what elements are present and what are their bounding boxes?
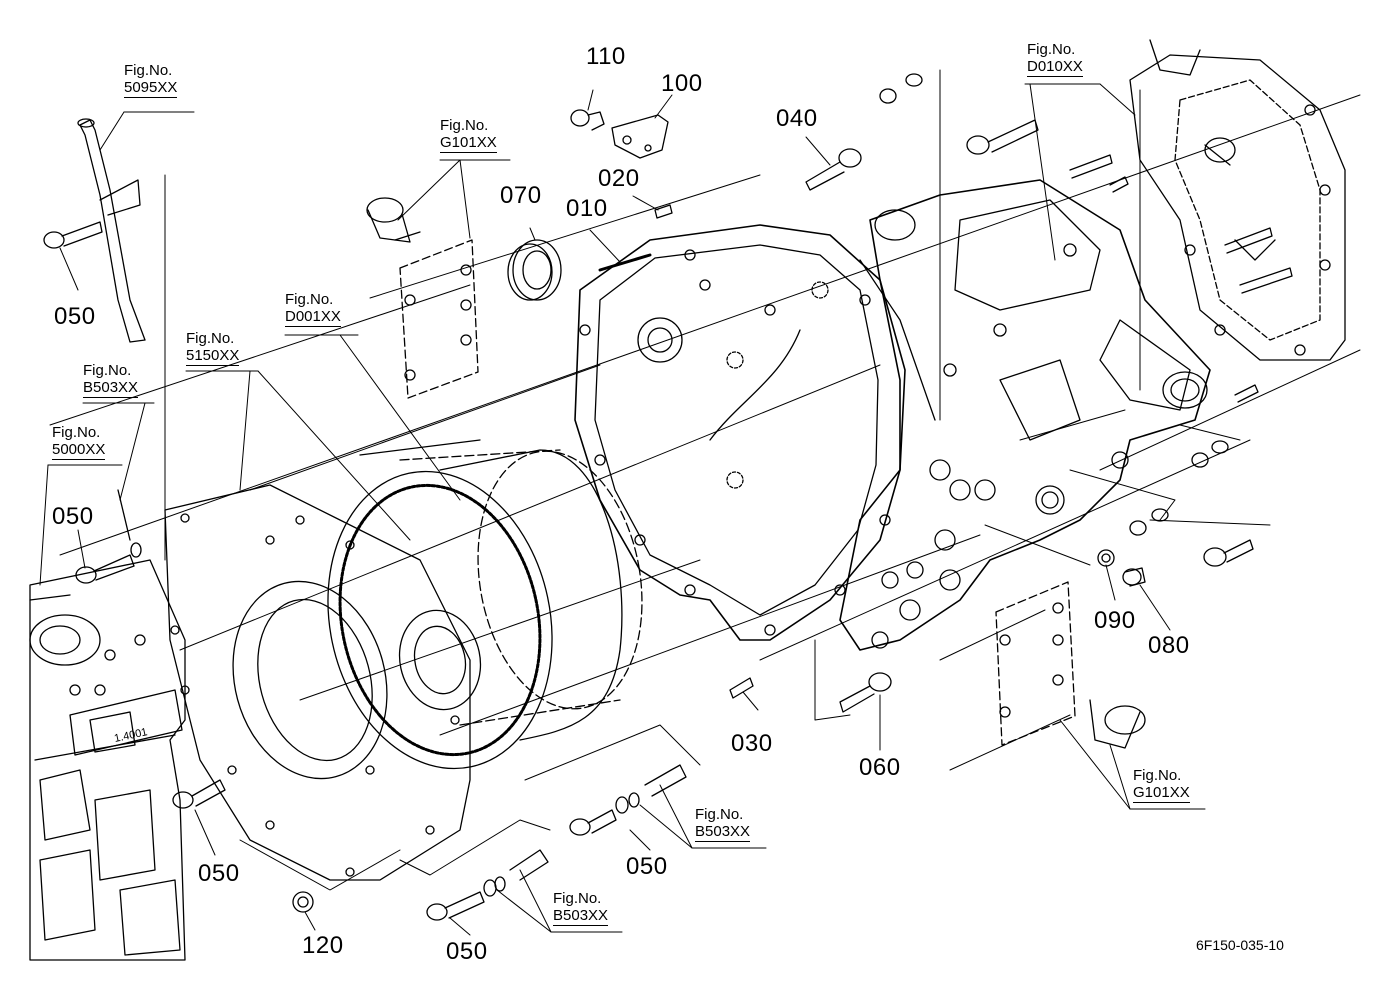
fig-ref-line1: Fig.No. bbox=[1133, 767, 1182, 784]
fig-ref-line1: Fig.No. bbox=[1027, 41, 1076, 58]
bolt-050-right-bottom bbox=[569, 764, 687, 836]
fig-ref-d010xx: Fig.No. D010XX bbox=[1027, 41, 1083, 77]
front-case-d010 bbox=[1129, 39, 1346, 361]
fig-ref-line1: Fig.No. bbox=[83, 362, 132, 379]
fig-ref-line1: Fig.No. bbox=[285, 291, 334, 308]
nut-110 bbox=[570, 109, 605, 131]
transmission-case bbox=[839, 179, 1211, 651]
part-label-090: 090 bbox=[1094, 607, 1136, 634]
nut-washers-top bbox=[879, 73, 923, 104]
fig-ref-line2: B503XX bbox=[553, 907, 609, 926]
part-label-040: 040 bbox=[776, 105, 818, 132]
bolt-050-lower bbox=[172, 779, 226, 809]
part-label-100: 100 bbox=[661, 70, 703, 97]
fig-ref-line2: B503XX bbox=[695, 823, 751, 842]
fig-ref-line1: Fig.No. bbox=[52, 424, 101, 441]
studs bbox=[1069, 154, 1293, 403]
pin-020 bbox=[654, 204, 673, 219]
part-label-020: 020 bbox=[598, 165, 640, 192]
fig-ref-line2: 5095XX bbox=[124, 79, 178, 98]
axis-lines bbox=[49, 94, 1361, 736]
washer-090 bbox=[1097, 549, 1115, 567]
fig-ref-line2: G101XX bbox=[440, 134, 497, 153]
fig-ref-line2: D001XX bbox=[285, 308, 341, 327]
part-label-050-lower: 050 bbox=[198, 860, 240, 887]
rear-end-plate bbox=[164, 484, 471, 881]
fig-ref-line1: Fig.No. bbox=[124, 62, 173, 79]
g101-lower-plate bbox=[995, 581, 1146, 749]
flywheel-housing-010 bbox=[574, 224, 901, 641]
g101-upper-plate bbox=[366, 197, 479, 399]
bolt-upper-right bbox=[966, 119, 1039, 155]
pin-030 bbox=[729, 677, 754, 699]
fig-ref-d001xx: Fig.No. D001XX bbox=[285, 291, 341, 327]
fig-ref-g101xx-top: Fig.No. G101XX bbox=[440, 117, 497, 153]
fig-ref-5000xx: Fig.No. 5000XX bbox=[52, 424, 106, 460]
fig-ref-line2: B503XX bbox=[83, 379, 139, 398]
part-label-080: 080 bbox=[1148, 632, 1190, 659]
clutch-cylinder bbox=[399, 449, 643, 726]
fig-ref-g101xx-bottom: Fig.No. G101XX bbox=[1133, 767, 1190, 803]
bolt-040 bbox=[805, 148, 862, 191]
bolt-060 bbox=[839, 672, 892, 713]
part-label-010: 010 bbox=[566, 195, 608, 222]
nut-washers-right bbox=[1129, 440, 1254, 567]
oil-seal-070 bbox=[507, 239, 562, 301]
bolt-050-upper bbox=[43, 221, 103, 249]
flywheel bbox=[327, 439, 623, 770]
leader-lines bbox=[39, 69, 1271, 936]
nut-120 bbox=[292, 891, 314, 913]
part-label-120: 120 bbox=[302, 932, 344, 959]
engine-block: 1.4001 bbox=[29, 559, 186, 961]
fig-ref-line2: 5150XX bbox=[186, 347, 240, 366]
part-label-110: 110 bbox=[586, 43, 626, 70]
fig-ref-b503xx-right: Fig.No. B503XX bbox=[695, 806, 751, 842]
fig-ref-line1: Fig.No. bbox=[695, 806, 744, 823]
plug-080 bbox=[1122, 567, 1146, 587]
part-label-070: 070 bbox=[500, 182, 542, 209]
fig-ref-line2: G101XX bbox=[1133, 784, 1190, 803]
fig-ref-b503xx-bottom: Fig.No. B503XX bbox=[553, 890, 609, 926]
dipstick-guide bbox=[77, 118, 146, 343]
fig-ref-line1: Fig.No. bbox=[186, 330, 235, 347]
part-label-050-upper: 050 bbox=[54, 303, 96, 330]
fig-ref-line1: Fig.No. bbox=[553, 890, 602, 907]
fig-ref-line2: D010XX bbox=[1027, 58, 1083, 77]
part-label-050-mid: 050 bbox=[52, 503, 94, 530]
part-label-030: 030 bbox=[731, 730, 773, 757]
fig-ref-b503xx-left: Fig.No. B503XX bbox=[83, 362, 139, 398]
fig-ref-line1: Fig.No. bbox=[440, 117, 489, 134]
part-label-050-bottom: 050 bbox=[446, 938, 488, 965]
part-label-060: 060 bbox=[859, 754, 901, 781]
part-label-050-right: 050 bbox=[626, 853, 668, 880]
bolt-050-bottom bbox=[426, 849, 549, 921]
bracket-100 bbox=[611, 114, 669, 159]
fig-ref-5150xx: Fig.No. 5150XX bbox=[186, 330, 240, 366]
fig-ref-line2: 5000XX bbox=[52, 441, 106, 460]
fig-ref-5095xx: Fig.No. 5095XX bbox=[124, 62, 178, 98]
drawing-number: 6F150-035-10 bbox=[1196, 937, 1284, 953]
